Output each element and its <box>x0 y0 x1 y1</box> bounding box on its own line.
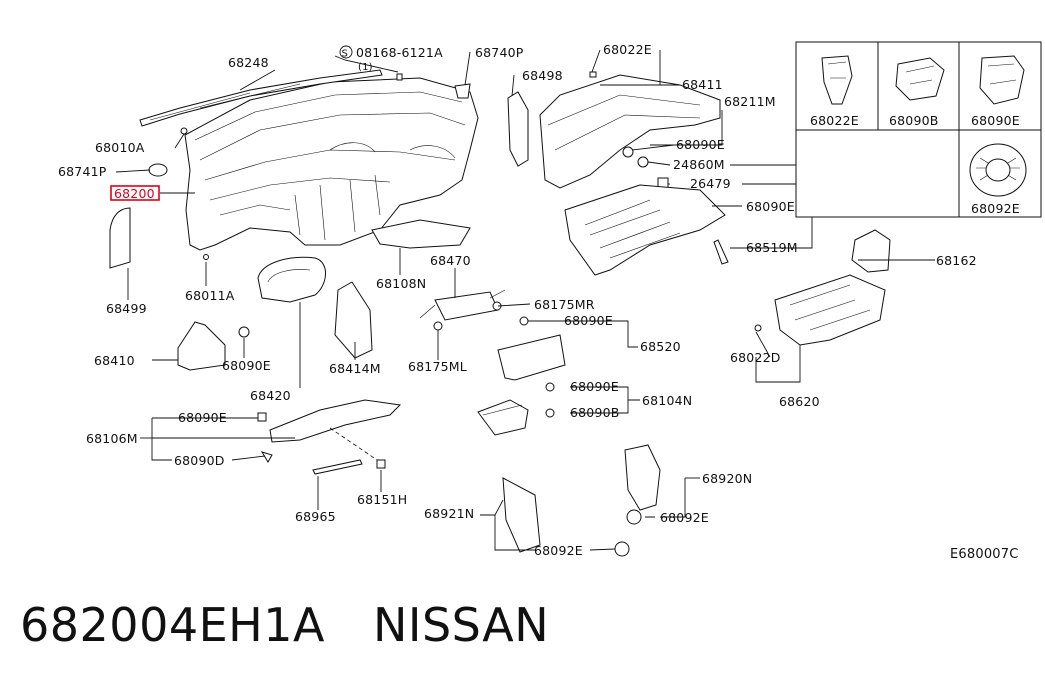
callout-08168-text: 08168-6121A <box>356 45 443 60</box>
callout-68090E-a: 68090E <box>676 137 725 152</box>
callout-68106M: 68106M <box>86 431 138 446</box>
callout-68470: 68470 <box>430 253 471 268</box>
callout-68920N: 68920N <box>702 471 752 486</box>
callout-68200-text: 68200 <box>114 186 155 201</box>
diagram-code: E680007C <box>950 547 1019 562</box>
callout-68090E-b: 68090E <box>746 199 795 214</box>
callout-68090E-c: 68090E <box>564 313 613 328</box>
callout-68410: 68410 <box>94 353 135 368</box>
callout-68248: 68248 <box>228 55 269 70</box>
legend-clip-68092E-drawing <box>969 143 1027 197</box>
callout-68090E-d: 68090E <box>222 358 271 373</box>
meter-hood-drawing <box>257 256 326 303</box>
screw-symbol: S <box>342 49 349 60</box>
callout-68011A: 68011A <box>185 288 235 303</box>
glove-box-lid-drawing <box>564 184 726 276</box>
stay-68108N-drawing <box>371 219 471 249</box>
callout-68022E-top: 68022E <box>603 42 652 57</box>
legend-clip-68090B-drawing <box>895 57 945 101</box>
side-panel-68921N-drawing <box>502 477 541 553</box>
ornament-68498-drawing <box>507 91 529 167</box>
callout-68519M: 68519M <box>746 240 798 255</box>
part-number: 682004EH1A <box>20 598 325 652</box>
glove-box-drawing <box>774 274 886 346</box>
clip-68022D-drawing <box>754 324 762 332</box>
callout-68200-highlight: 68200 <box>110 185 160 201</box>
callout-68090E-f: 68090E <box>178 410 227 425</box>
legend-clip-68022E-drawing <box>821 55 853 105</box>
cross-bar-drawing <box>419 289 506 331</box>
callout-68411: 68411 <box>682 77 723 92</box>
callout-08168-qty: (1) <box>358 62 373 73</box>
callout-68520: 68520 <box>640 339 681 354</box>
clip-68090E-left-drawing <box>238 326 250 338</box>
side-finisher-68499-drawing <box>109 207 131 269</box>
leader-lines <box>115 49 935 551</box>
callout-68175MR: 68175MR <box>534 297 595 312</box>
callout-68498: 68498 <box>522 68 563 83</box>
legend-label-68090E: 68090E <box>971 113 1020 128</box>
callout-68414M: 68414M <box>329 361 381 376</box>
lower-cover-68106M-drawing <box>257 399 402 469</box>
callout-08168-6121A: S 08168-6121A (1) <box>339 45 443 73</box>
callout-68175ML: 68175ML <box>408 359 467 374</box>
legend-clip-68090E-drawing <box>979 55 1025 105</box>
callout-68740P: 68740P <box>475 45 524 60</box>
upper-lid-drawing <box>539 74 721 189</box>
callout-68010A: 68010A <box>95 140 145 155</box>
callout-68162: 68162 <box>936 253 977 268</box>
clip-68092E-right-drawing <box>626 509 642 525</box>
legend-label-68090B: 68090B <box>889 113 939 128</box>
clip-68090E-mid-drawing <box>519 316 529 326</box>
trim-68520-drawing <box>497 334 566 381</box>
callout-68092E-a: 68092E <box>660 510 709 525</box>
legend-label-68022E: 68022E <box>810 113 859 128</box>
callout-68090B-a: 68090B <box>570 405 620 420</box>
instrument-panel-drawing <box>139 69 479 251</box>
clip-68092E-bottom-drawing <box>614 541 630 557</box>
callout-68090E-e: 68090E <box>570 379 619 394</box>
callout-68090D: 68090D <box>174 453 225 468</box>
callout-68151H: 68151H <box>357 492 407 507</box>
callout-labels: 68248 S 08168-6121A (1) 68740P 68022E 68… <box>58 42 977 558</box>
callout-68620: 68620 <box>779 394 820 409</box>
brand-name: NISSAN <box>373 598 550 652</box>
bracket-68162-drawing <box>851 229 891 273</box>
strip-68965-drawing <box>312 459 363 475</box>
cluster-lid-68410-drawing <box>177 321 226 371</box>
callout-68965: 68965 <box>295 509 336 524</box>
callout-68022D: 68022D <box>730 350 781 365</box>
callout-68104N: 68104N <box>642 393 692 408</box>
finisher-68414M-drawing <box>334 281 373 359</box>
callout-24860M: 24860M <box>673 157 725 172</box>
lower-bracket-68104N-drawing <box>477 382 555 436</box>
callout-68499: 68499 <box>106 301 147 316</box>
callout-68420: 68420 <box>250 388 291 403</box>
callout-68108N: 68108N <box>376 276 426 291</box>
callout-26479: 26479 <box>690 176 731 191</box>
footer-caption: 682004EH1A NISSAN <box>20 598 549 652</box>
callout-68092E-b: 68092E <box>534 543 583 558</box>
callout-68741P: 68741P <box>58 164 107 179</box>
clip-drawings <box>148 73 471 260</box>
clip-legend-box: 68022E 68090B 68090E 68092E <box>795 41 1042 218</box>
callout-68211M: 68211M <box>724 94 776 109</box>
side-panel-68920N-drawing <box>624 444 661 511</box>
callout-68921N: 68921N <box>424 506 474 521</box>
legend-label-68092E: 68092E <box>971 201 1020 216</box>
